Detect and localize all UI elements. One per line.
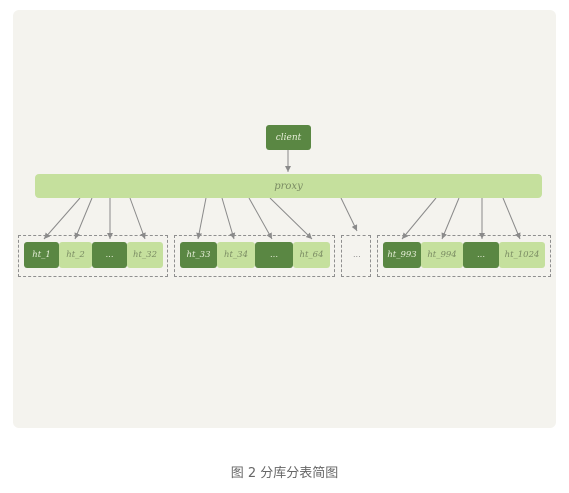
arrow-g1-b bbox=[74, 197, 93, 240]
shard-group-2 bbox=[174, 235, 335, 277]
table-node-ellipsis: ... bbox=[463, 242, 499, 268]
table-node: ht_2 bbox=[59, 242, 92, 268]
figure-caption: 图 2 分库分表简图 bbox=[230, 466, 339, 481]
proxy-bar: proxy bbox=[35, 174, 542, 198]
table-node: ht_1024 bbox=[499, 242, 545, 268]
arrow-g3-b bbox=[441, 197, 460, 240]
ellipsis-label: ... bbox=[353, 250, 361, 259]
shard-group-ellipsis bbox=[341, 235, 371, 277]
arrow-g3-a bbox=[401, 197, 437, 240]
client-node: client bbox=[266, 125, 311, 150]
arrow-g1-a bbox=[43, 197, 81, 240]
arrow-g2-a bbox=[196, 197, 207, 240]
arrow-g2-d bbox=[269, 197, 313, 240]
shard-group-3 bbox=[377, 235, 551, 277]
shard-group-1 bbox=[18, 235, 168, 277]
diagram-panel bbox=[13, 10, 556, 428]
table-node: ht_64 bbox=[293, 242, 330, 268]
arrow-g2-c bbox=[248, 197, 273, 240]
arrow-g3-d bbox=[502, 197, 521, 240]
table-node-ellipsis: ... bbox=[92, 242, 127, 268]
table-node: ht_34 bbox=[217, 242, 255, 268]
table-node: ht_994 bbox=[421, 242, 463, 268]
arrow-g2-b bbox=[221, 197, 236, 240]
table-node-ellipsis: ... bbox=[255, 242, 293, 268]
arrow-mid bbox=[340, 197, 358, 232]
arrow-g1-d bbox=[129, 197, 146, 240]
table-node: ht_1 bbox=[24, 242, 59, 268]
table-node: ht_32 bbox=[127, 242, 163, 268]
table-node: ht_993 bbox=[383, 242, 421, 268]
table-node: ht_33 bbox=[180, 242, 217, 268]
